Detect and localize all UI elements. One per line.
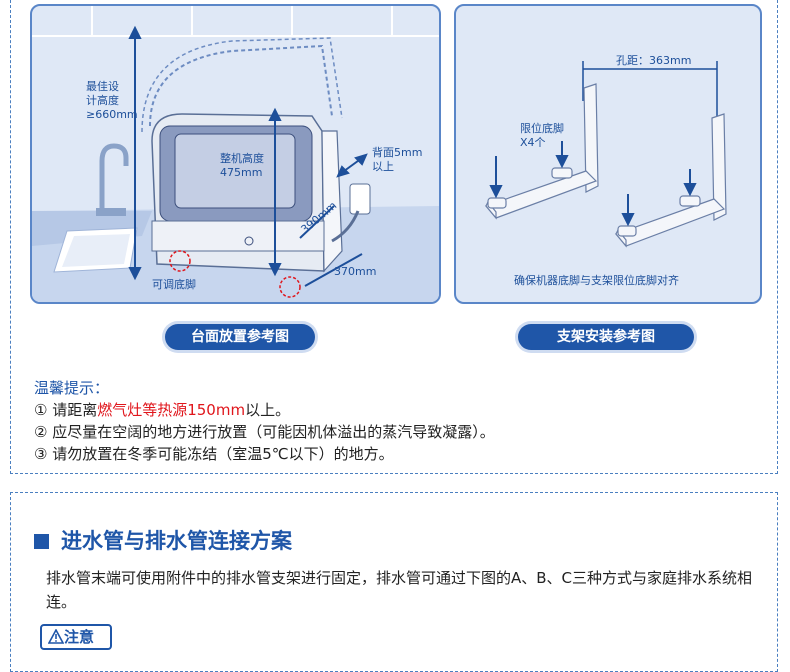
section-paragraph: 排水管末端可使用附件中的排水管支架进行固定，排水管可通过下图的A、B、C三种方式…	[46, 569, 753, 611]
countertop-diagram: 最佳设 计高度 ≥660mm 整机高度 475mm 背面5mm 以上 390mm…	[30, 4, 441, 304]
tip-highlight: 燃气灶等热源150mm	[97, 401, 246, 419]
square-bullet-icon	[34, 534, 49, 549]
bracket-caption: 支架安装参考图	[518, 324, 694, 350]
back-clearance-label: 背面5mm 以上	[372, 146, 423, 173]
countertop-caption: 台面放置参考图	[165, 324, 315, 350]
alignment-note: 确保机器底脚与支架限位底脚对齐	[514, 274, 679, 287]
bracket-illustration	[484, 61, 727, 248]
width-label: 370mm	[334, 265, 377, 278]
countertop-illustration	[32, 6, 439, 302]
best-height-label: 最佳设 计高度 ≥660mm	[86, 80, 138, 121]
tip-item-3: ③ 请勿放置在冬季可能冻结（室温5℃以下）的地方。	[34, 445, 394, 463]
tips-block: 温馨提示： ① 请距离燃气灶等热源150mm以上。 ② 应尽量在空阔的地方进行放…	[34, 377, 495, 465]
adjustable-foot-label: 可调底脚	[152, 278, 196, 291]
tip-item-2: ② 应尽量在空阔的地方进行放置（可能因机体溢出的蒸汽导致凝露）。	[34, 423, 495, 441]
bracket-diagram: 孔距：363mm 限位底脚 X4个 确保机器底脚与支架限位底脚对齐	[454, 4, 762, 304]
notice-badge: 注意	[40, 624, 112, 650]
machine-height-label: 整机高度 475mm	[220, 152, 264, 179]
warning-icon	[47, 628, 65, 644]
tip-item-1: ① 请距离燃气灶等热源150mm以上。	[34, 401, 291, 419]
limit-foot-label: 限位底脚 X4个	[520, 122, 564, 149]
hole-distance-label: 孔距：363mm	[616, 54, 692, 67]
top-section-frame	[10, 0, 778, 474]
section-heading: 进水管与排水管连接方案	[34, 525, 292, 555]
tips-title: 温馨提示：	[34, 379, 110, 397]
